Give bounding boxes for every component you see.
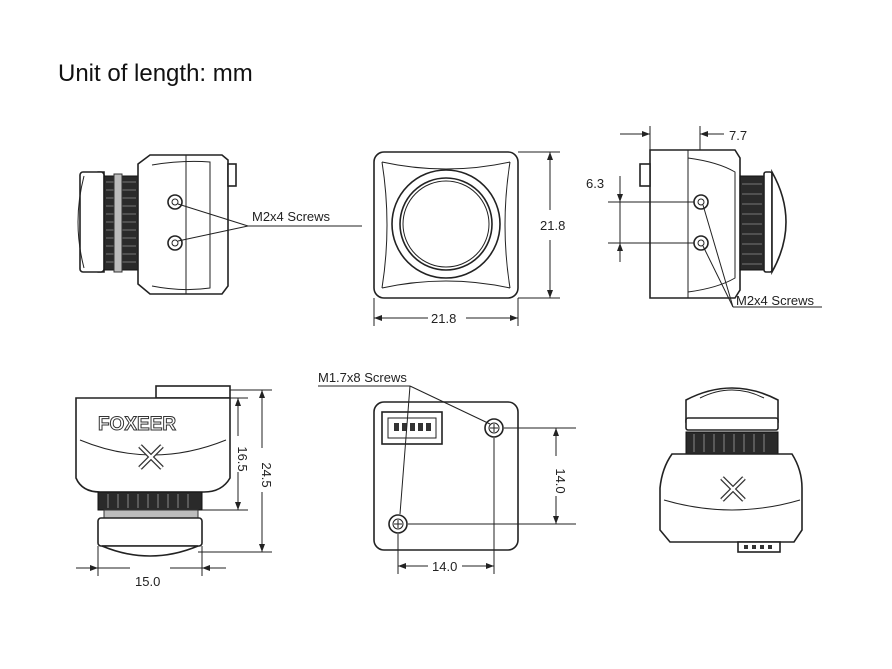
back-view: M1.7x8 Screws 14.0 14.0 xyxy=(318,370,576,574)
left-side-view: M2x4 Screws xyxy=(77,154,362,295)
back-vertical-spacing: 14.0 xyxy=(553,468,568,493)
m2x4-screws-label-left: M2x4 Screws xyxy=(252,209,331,224)
page-title: Unit of length: mm xyxy=(58,60,253,87)
back-horizontal-spacing: 14.0 xyxy=(432,559,457,574)
logo-side-view: FOXEER 16.5 24.5 xyxy=(75,385,274,589)
right-side-view: 7.7 6.3 M2x4 Screws xyxy=(586,126,822,308)
logo-side-total-height: 24.5 xyxy=(259,462,274,487)
logo-side-width: 15.0 xyxy=(135,574,160,589)
perspective-logo-x-icon xyxy=(720,476,746,502)
side-depth-dimension: 7.7 xyxy=(729,128,747,143)
side-screw-spacing-dimension: 6.3 xyxy=(586,176,604,191)
m1-7x8-screws-label: M1.7x8 Screws xyxy=(318,370,407,385)
brand-logo-text: FOXEER xyxy=(98,414,176,435)
front-height-dimension: 21.8 xyxy=(540,218,565,233)
perspective-view xyxy=(659,387,803,553)
front-width-dimension: 21.8 xyxy=(431,311,456,326)
front-view: 21.8 21.8 xyxy=(373,151,565,326)
logo-x-icon xyxy=(138,444,164,470)
logo-side-inner-height: 16.5 xyxy=(235,446,250,471)
m2x4-screws-label-right: M2x4 Screws xyxy=(736,293,815,308)
